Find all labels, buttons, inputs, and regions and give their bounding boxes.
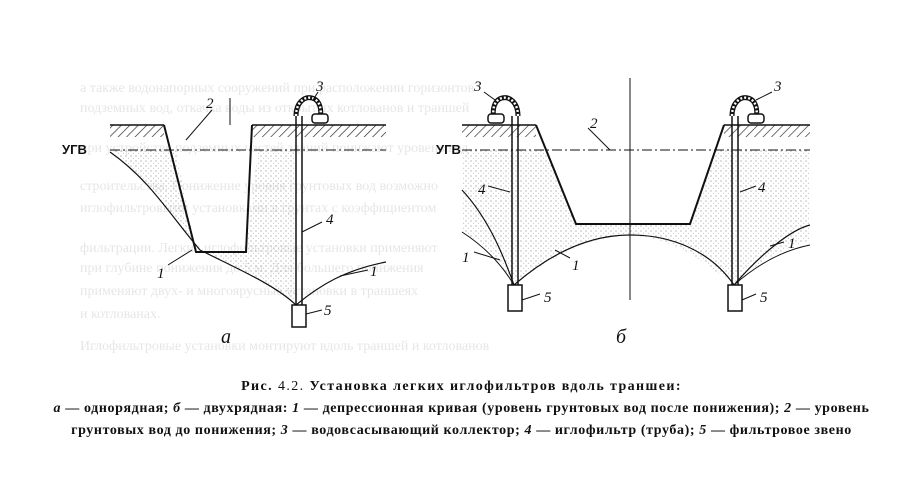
callout-a-4: 4 [326,212,334,228]
caption-key-4: 4 [524,423,533,438]
filter-link-b-right [727,284,743,312]
svg-text:при устройстве подземных часте: при устройстве подземных частей зданий п… [80,141,468,156]
caption-text-3: — водовсасывающий коллектор; [288,423,525,438]
ugv-label-b: УГВ [436,142,461,157]
callout-a-3: 3 [315,79,324,95]
svg-text:и котлованах.: и котлованах. [80,307,161,322]
caption-number: 4.2. [277,379,305,394]
caption-title: Рис. 4.2. Установка легких иглофильтров … [40,376,883,398]
caption-text-5: — фильтровое звено [706,423,852,438]
callout-a-2: 2 [206,96,214,112]
caption-text-4: — иглофильтр (труба); [532,423,700,438]
callout-b-4-right: 4 [758,180,766,196]
callout-b-1-right: 1 [788,236,796,252]
caption-text-a: — однорядная; [61,401,174,416]
trench-a [163,124,253,253]
trench-wellpoint-figure: а также водонапорных сооружений при расп… [62,78,811,354]
subfigure-label-b: б [616,326,627,348]
ground-hatch-right [252,125,386,137]
caption-title-text: Установка легких иглофильтров вдоль тран… [309,379,682,394]
caption-text-1: — депрессионная кривая (уровень грунтовы… [299,401,785,416]
ground-hatch-left [110,125,164,137]
diagram-b-double-row: УГВ 3 3 2 4 4 1 1 1 5 5 б [436,78,811,348]
caption-prefix: Рис. [241,379,274,394]
caption-key-b: б [173,401,181,416]
svg-text:Иглофильтровые установки монти: Иглофильтровые установки монтируют вдоль… [80,339,490,354]
caption-key-2: 2 [784,401,792,416]
callout-b-4-left: 4 [478,182,486,198]
caption-body: а — однорядная; б — двухрядная: 1 — депр… [40,398,883,442]
callout-a-5: 5 [324,303,332,319]
ground-hatch-b-left [462,125,536,137]
caption-text-2: — уровень грунтовых вод до понижения; [71,401,870,438]
caption-key-a: а [53,401,62,416]
svg-text:подземных вод, откачка воды из: подземных вод, откачка воды из открытых … [80,101,470,116]
depression-curve-a [109,151,387,306]
diagram-a-single-row: УГВ 2 3 4 1 1 5 а [62,79,387,348]
caption-text-b: — двухрядная: [180,401,293,416]
filter-link-a [291,304,307,328]
caption-key-5: 5 [699,423,707,438]
callout-b-2: 2 [590,116,598,132]
callout-b-3-right: 3 [773,79,782,95]
callout-b-1-mid: 1 [572,258,580,274]
callout-b-3-left: 3 [473,79,482,95]
caption-key-3: 3 [280,423,289,438]
figure-caption: Рис. 4.2. Установка легких иглофильтров … [40,376,883,442]
ground-hatch-b-right [724,125,810,137]
callout-b-1-left: 1 [462,250,470,266]
callout-a-1-right: 1 [370,264,378,280]
caption-key-1: 1 [292,401,300,416]
trench-b [535,124,725,225]
svg-text:а также водонапорных сооружени: а также водонапорных сооружений при расп… [80,81,475,96]
callout-b-5-right: 5 [760,290,768,306]
filter-link-b-left [507,284,523,312]
svg-text:применяют двух- и многоярусные: применяют двух- и многоярусные установки… [80,284,418,299]
callout-b-5-left: 5 [544,290,552,306]
callout-a-1-left: 1 [157,266,165,282]
subfigure-label-a: а [221,326,231,348]
ugv-label-a: УГВ [62,142,87,157]
